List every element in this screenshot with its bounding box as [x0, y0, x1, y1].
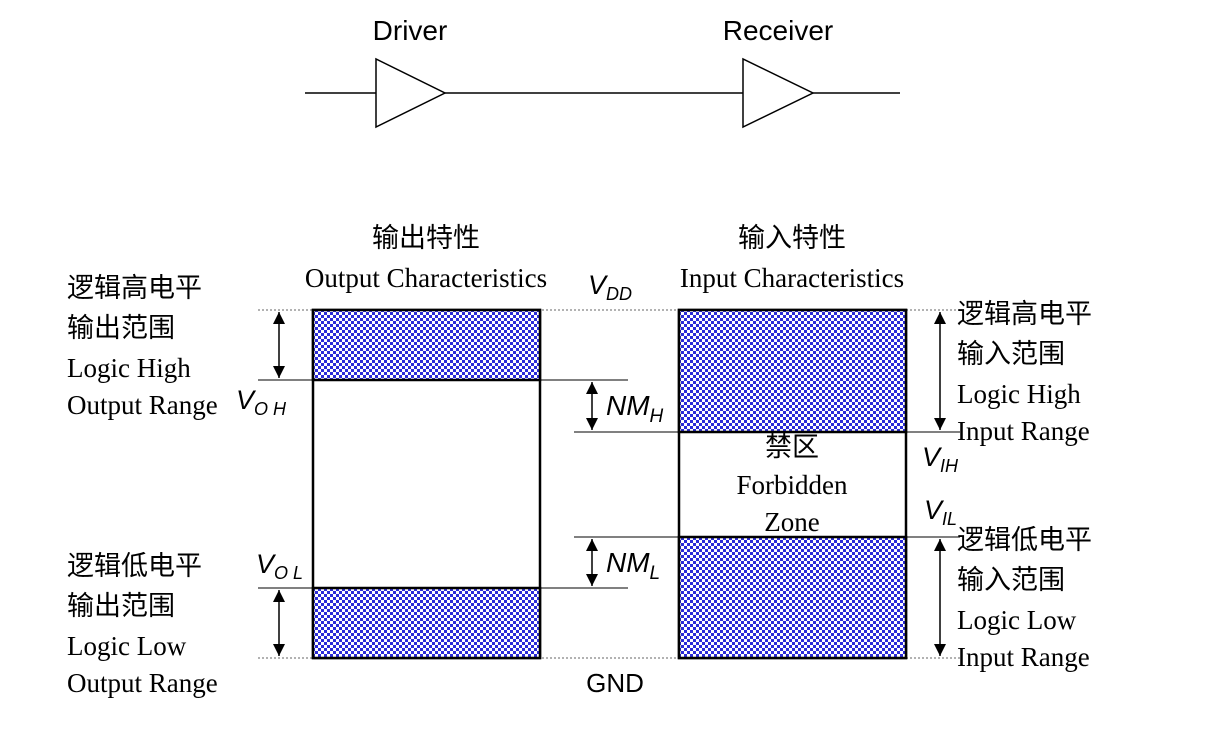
right-high-label-line: Logic High: [957, 379, 1081, 409]
forbidden-zone-cn: 禁区: [765, 432, 819, 462]
left-low-label: 逻辑低电平 输出范围 Logic Low Output Range: [67, 551, 218, 698]
right-low-label: 逻辑低电平 输入范围 Logic Low Input Range: [957, 525, 1092, 672]
gnd-label: GND: [586, 668, 644, 698]
left-high-label-line: Logic High: [67, 353, 191, 383]
left-high-label-line: 逻辑高电平: [67, 273, 202, 303]
output-high-range: [311, 308, 542, 382]
signal-path: Driver Receiver: [305, 15, 900, 129]
receiver-buffer-icon: [742, 57, 815, 129]
vil-symbol: VIL: [924, 495, 957, 529]
output-low-range: [311, 586, 542, 660]
left-high-label: 逻辑高电平 输出范围 Logic High Output Range: [67, 273, 218, 420]
vdd-symbol: VDD: [588, 270, 632, 304]
right-high-label-line: Input Range: [957, 416, 1090, 446]
right-low-label-line: Logic Low: [957, 605, 1077, 635]
output-characteristics: [311, 308, 542, 660]
left-low-label-line: 输出范围: [67, 591, 175, 621]
right-low-label-line: 逻辑低电平: [957, 525, 1092, 555]
right-high-label: 逻辑高电平 输入范围 Logic High Input Range: [957, 299, 1092, 446]
input-title-en: Input Characteristics: [680, 263, 904, 293]
input-characteristics: [677, 308, 908, 660]
output-title-en: Output Characteristics: [305, 263, 547, 293]
left-low-label-line: Output Range: [67, 668, 218, 698]
right-low-label-line: Input Range: [957, 642, 1090, 672]
left-low-label-line: Logic Low: [67, 631, 187, 661]
forbidden-zone-en-line2: Zone: [764, 507, 819, 537]
output-title-cn: 输出特性: [372, 223, 480, 253]
forbidden-zone-en-line1: Forbidden: [737, 470, 848, 500]
right-high-label-line: 逻辑高电平: [957, 299, 1092, 329]
input-title-cn: 输入特性: [738, 223, 846, 253]
left-high-label-line: 输出范围: [67, 313, 175, 343]
right-high-label-line: 输入范围: [957, 339, 1065, 369]
left-high-label-line: Output Range: [67, 390, 218, 420]
driver-buffer-icon: [375, 57, 447, 129]
voh-symbol: VO H: [236, 385, 287, 419]
vol-symbol: VO L: [256, 549, 303, 583]
right-low-label-line: 输入范围: [957, 565, 1065, 595]
input-low-range: [677, 535, 908, 660]
left-low-label-line: 逻辑低电平: [67, 551, 202, 581]
nm-low-symbol: NML: [606, 547, 660, 584]
input-high-range: [677, 308, 908, 434]
vih-symbol: VIH: [922, 442, 959, 476]
nm-high-symbol: NMH: [606, 390, 664, 427]
receiver-label: Receiver: [723, 15, 833, 46]
driver-label: Driver: [373, 15, 448, 46]
